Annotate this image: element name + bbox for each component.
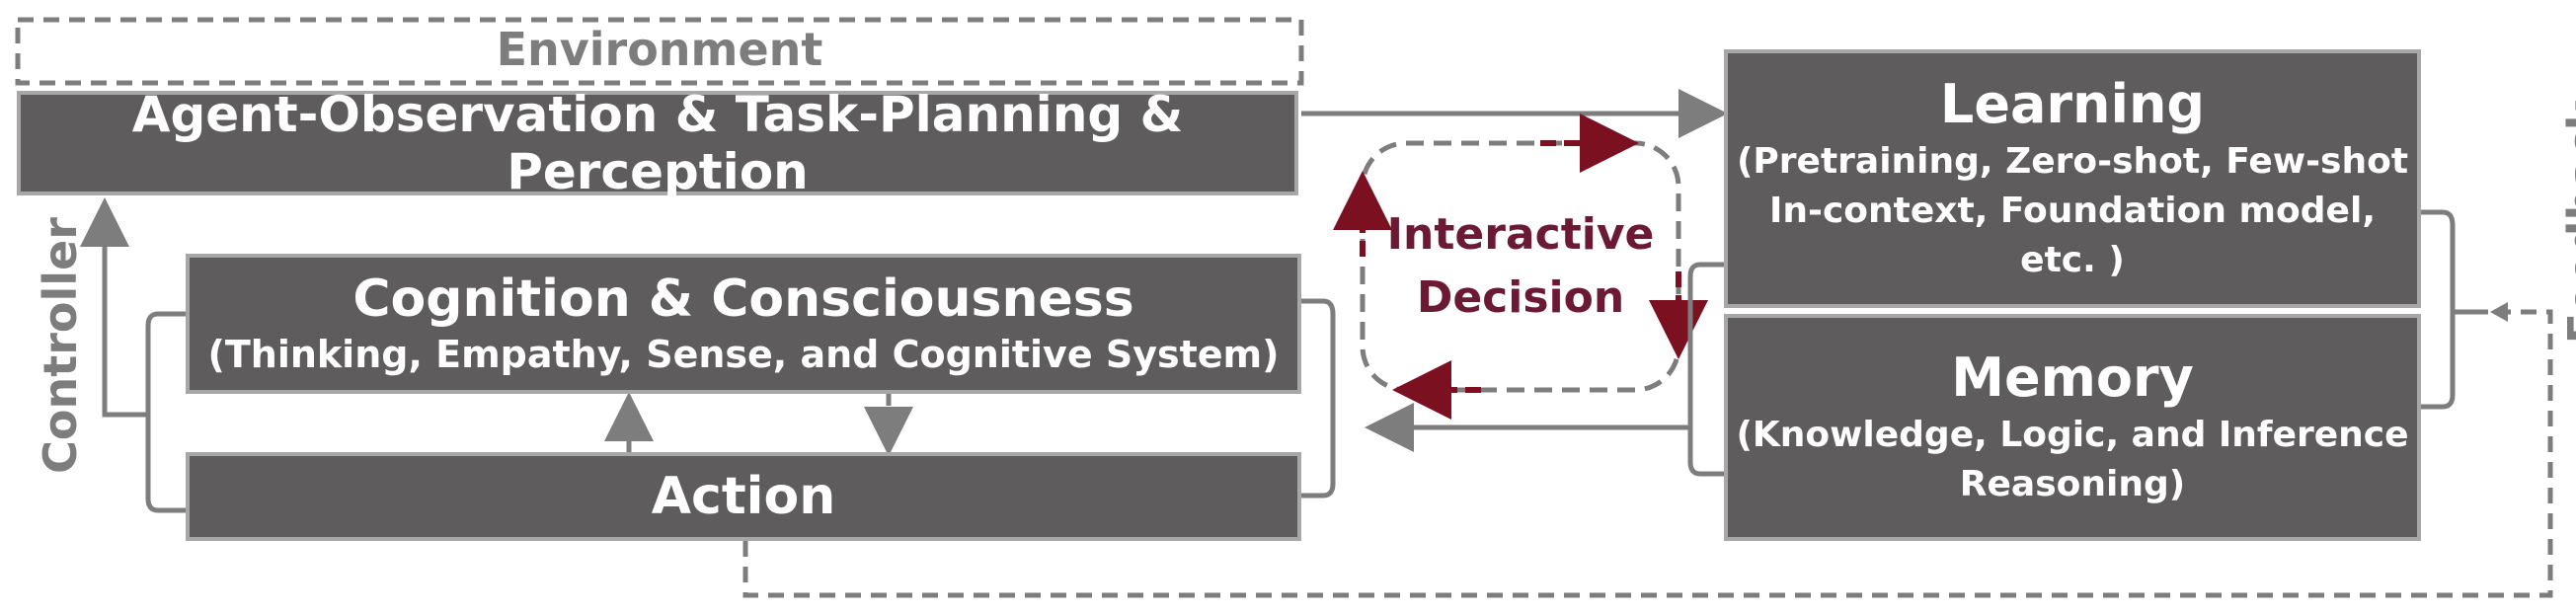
cognition-action-right-bracket — [1301, 298, 1336, 499]
environment-label: Environment — [496, 23, 823, 76]
decision-label: Interactive Decision — [1386, 209, 1655, 323]
feedback-loop — [742, 309, 2553, 598]
learning-subtitle: (Pretraining, Zero-shot, Few-shot In-con… — [1736, 141, 2409, 280]
action-box: Action — [186, 452, 1301, 541]
feedback-label: Feedback — [2558, 100, 2576, 345]
memory-subtitle: (Knowledge, Logic, and Inference Reasoni… — [1736, 415, 2409, 504]
memory-box: Memory (Knowledge, Logic, and Inference … — [1724, 314, 2421, 541]
observation-label: Agent-Observation & Task-Planning & Perc… — [131, 86, 1184, 200]
observation-box: Agent-Observation & Task-Planning & Perc… — [17, 86, 1298, 200]
learning-memory-left-bracket — [1687, 262, 1724, 477]
controller-arrow — [80, 197, 148, 418]
decision-loop — [1360, 140, 1681, 393]
learning-memory-right-bracket — [2421, 209, 2456, 410]
controller-label: Controller — [34, 217, 87, 474]
action-label: Action — [651, 467, 836, 526]
cognition-title: Cognition & Consciousness — [352, 269, 1134, 329]
cognition-box: Cognition & Consciousness (Thinking, Emp… — [186, 254, 1301, 394]
feedback-arrowhead — [2490, 302, 2508, 322]
cognition-subtitle: (Thinking, Empathy, Sense, and Cognitive… — [207, 333, 1280, 376]
controller-bracket — [145, 311, 186, 513]
environment-frame — [15, 17, 1304, 86]
learning-box: Learning (Pretraining, Zero-shot, Few-sh… — [1724, 49, 2421, 308]
memory-title: Memory — [1951, 346, 2194, 409]
learning-title: Learning — [1939, 73, 2206, 135]
